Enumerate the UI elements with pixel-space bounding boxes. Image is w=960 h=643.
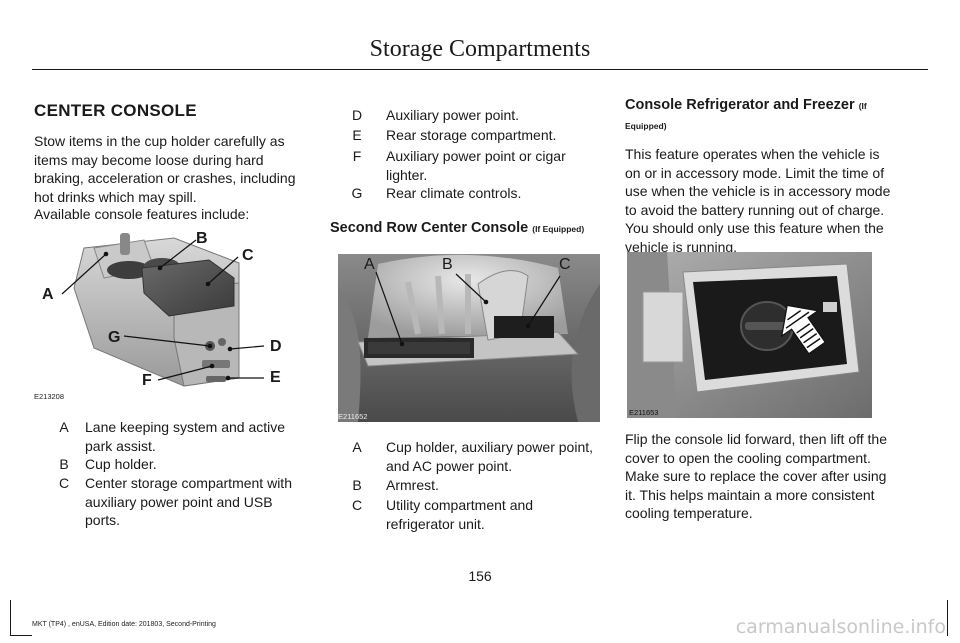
flip-lid-paragraph: Flip the console lid forward, then lift …	[625, 431, 887, 521]
legend-text: Auxiliary power point.	[386, 107, 520, 123]
callout-e: E	[270, 369, 281, 386]
refrigerator-paragraph: This feature operates when the vehicle i…	[625, 146, 891, 255]
page-header-title: Storage Compartments	[369, 36, 591, 62]
crop-mark	[10, 600, 11, 636]
heading-note: (If	[858, 101, 867, 111]
heading-text: Second Row Center Console	[330, 220, 529, 236]
legend-letter: C	[351, 497, 363, 513]
callout-c: C	[242, 247, 254, 264]
legend-text: Center storage compartment with auxiliar…	[85, 475, 292, 528]
callout-b: B	[442, 256, 453, 273]
available-features-paragraph: Available console features include:	[34, 206, 250, 222]
callout-d: D	[270, 338, 282, 355]
figure-code: E211653	[629, 408, 659, 417]
legend-letter: A	[352, 439, 362, 455]
legend-letter: C	[58, 475, 70, 491]
heading-note: (If Equipped)	[532, 224, 585, 234]
callout-a: A	[42, 286, 54, 303]
edition-footer: MKT (TP4) , enUSA, Edition date: 201803,…	[32, 621, 216, 628]
legend-letter: F	[352, 148, 362, 164]
stow-items-paragraph: Stow items in the cup holder carefully a…	[34, 133, 296, 205]
legend-text: Rear climate controls.	[386, 185, 522, 201]
legend-text: Cup holder, auxiliary power point, and A…	[386, 439, 594, 474]
heading-text: Console Refrigerator and Freezer	[625, 97, 855, 113]
legend-letter: E	[352, 127, 362, 143]
center-console-heading: CENTER CONSOLE	[34, 101, 197, 120]
header-divider	[32, 69, 928, 70]
heading-note-continued: Equipped)	[625, 121, 667, 131]
legend-letter: D	[351, 107, 363, 123]
legend-letter: B	[59, 456, 69, 472]
legend-letter: A	[59, 419, 69, 435]
second-row-console-photo: A B C E211652	[338, 254, 600, 422]
callout-a: A	[364, 256, 375, 273]
page-number: 156	[468, 568, 492, 584]
watermark: carmanualsonline.info	[735, 616, 946, 638]
crop-mark	[10, 635, 32, 636]
legend-text: Armrest.	[386, 477, 439, 493]
legend-text: Cup holder.	[85, 456, 157, 472]
crop-mark	[947, 600, 948, 636]
legend-text: Auxiliary power point or cigar lighter.	[386, 148, 566, 183]
figure-code: E213208	[34, 392, 65, 401]
legend-text: Utility compartment and refrigerator uni…	[386, 497, 534, 532]
callout-g: G	[108, 329, 121, 346]
callout-c: C	[559, 256, 571, 273]
second-row-console-heading: Second Row Center Console (If Equipped)	[330, 220, 584, 236]
callout-f: F	[142, 372, 152, 389]
figure-code: E211652	[338, 412, 368, 421]
center-console-illustration: A B C D E F G E213208	[34, 228, 296, 406]
callout-b: B	[196, 230, 208, 247]
legend-text: Lane keeping system and active park assi…	[85, 419, 286, 454]
legend-letter: B	[352, 477, 362, 493]
refrigerator-heading: Console Refrigerator and Freezer (If	[625, 97, 905, 113]
legend-letter: G	[351, 185, 363, 201]
legend-text: Rear storage compartment.	[386, 127, 557, 143]
refrigerator-compartment-photo: E211653	[627, 252, 872, 418]
